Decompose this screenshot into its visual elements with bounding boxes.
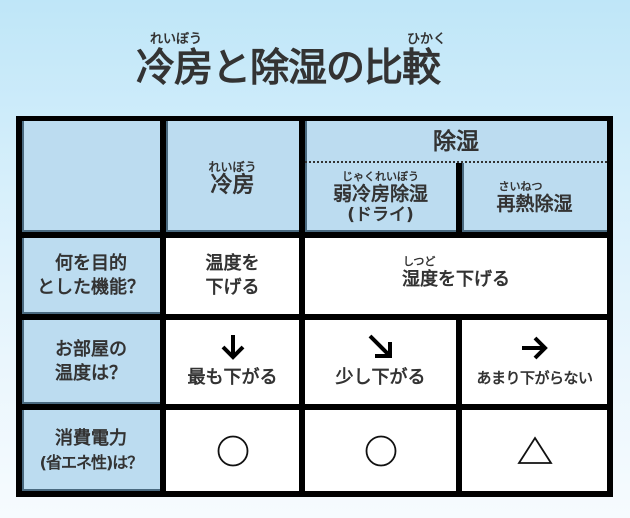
cell-temperature-reheat: あまり下がらない [462,320,607,404]
header-cooling: れいぼう 冷房 [166,121,299,232]
row-label-purpose-line2: とした機能？ [37,277,145,298]
arrow-right-icon [521,336,548,360]
header-weak-cooling: じゃくれいぼう 弱冷房除湿 (ドライ) [305,163,456,232]
cell-temperature-weak-cooling-text: 少し下がる [335,367,426,388]
cell-purpose-cooling: 温度を 下げる [166,238,299,314]
cell-purpose-dehumid: しつど 湿度を下げる [305,238,607,314]
header-weak-cooling-label: 弱冷房除湿 [332,182,428,205]
arrow-down-icon [221,335,244,360]
row-label-temperature: お部屋の 温度は？ [22,320,160,404]
corner-cell [22,121,160,232]
row-label-temperature-line1: お部屋の [55,339,127,360]
cell-purpose-dehumid-ruby: しつど [403,255,436,268]
row-label-power-line2: (省エネ性)は？ [39,452,144,472]
row-label-purpose-line1: 何を目的 [55,253,127,274]
title-ruby-hikaku: ひかく [407,32,447,47]
header-reheat-label: 再熱除湿 [496,192,573,215]
cell-temperature-cooling-text: 最も下がる [187,367,278,388]
page-title: 冷房と除湿の比較 [136,46,441,91]
row-label-temperature-line2: 温度は？ [55,363,127,384]
circle-icon [365,435,396,466]
cell-purpose-dehumid-text: 湿度を下げる [402,269,510,290]
row-label-power: 消費電力 (省エネ性)は？ [22,410,160,491]
circle-icon [217,435,248,466]
cell-temperature-cooling: 最も下がる [166,320,299,404]
header-cooling-ruby: れいぼう [208,159,257,174]
triangle-icon [516,435,553,464]
row-label-power-line1: 消費電力 [55,427,127,449]
cell-purpose-cooling-line2: 下げる [205,277,260,298]
title-area: れいぼう ひかく 冷房と除湿の比較 [0,0,630,110]
cell-power-weak-cooling [305,410,456,491]
header-dashed-divider [305,161,607,163]
header-weak-cooling-ruby: じゃくれいぼう [342,169,419,183]
comparison-table: れいぼう 冷房 除湿 じゃくれいぼう 弱冷房除湿 (ドライ) さいねつ 再熱除湿… [16,116,613,497]
header-cooling-label: 冷房 [210,172,255,198]
cell-temperature-weak-cooling: 少し下がる [305,320,456,404]
header-dehumid: 除湿 [305,121,607,162]
cell-temperature-reheat-text: あまり下がらない [476,369,593,387]
arrow-down-right-icon [368,334,392,358]
cell-power-cooling [166,410,299,491]
header-reheat: さいねつ 再熱除湿 [462,163,607,232]
cell-power-reheat [462,410,607,491]
header-dash-bg [305,161,607,163]
cell-purpose-cooling-line1: 温度を [205,253,260,274]
title-ruby-reibou: れいぼう [150,32,203,47]
header-reheat-ruby: さいねつ [498,179,543,193]
row-label-purpose: 何を目的 とした機能？ [22,238,160,314]
header-dehumid-label: 除湿 [433,128,479,155]
header-weak-cooling-sub: (ドライ) [347,204,414,225]
